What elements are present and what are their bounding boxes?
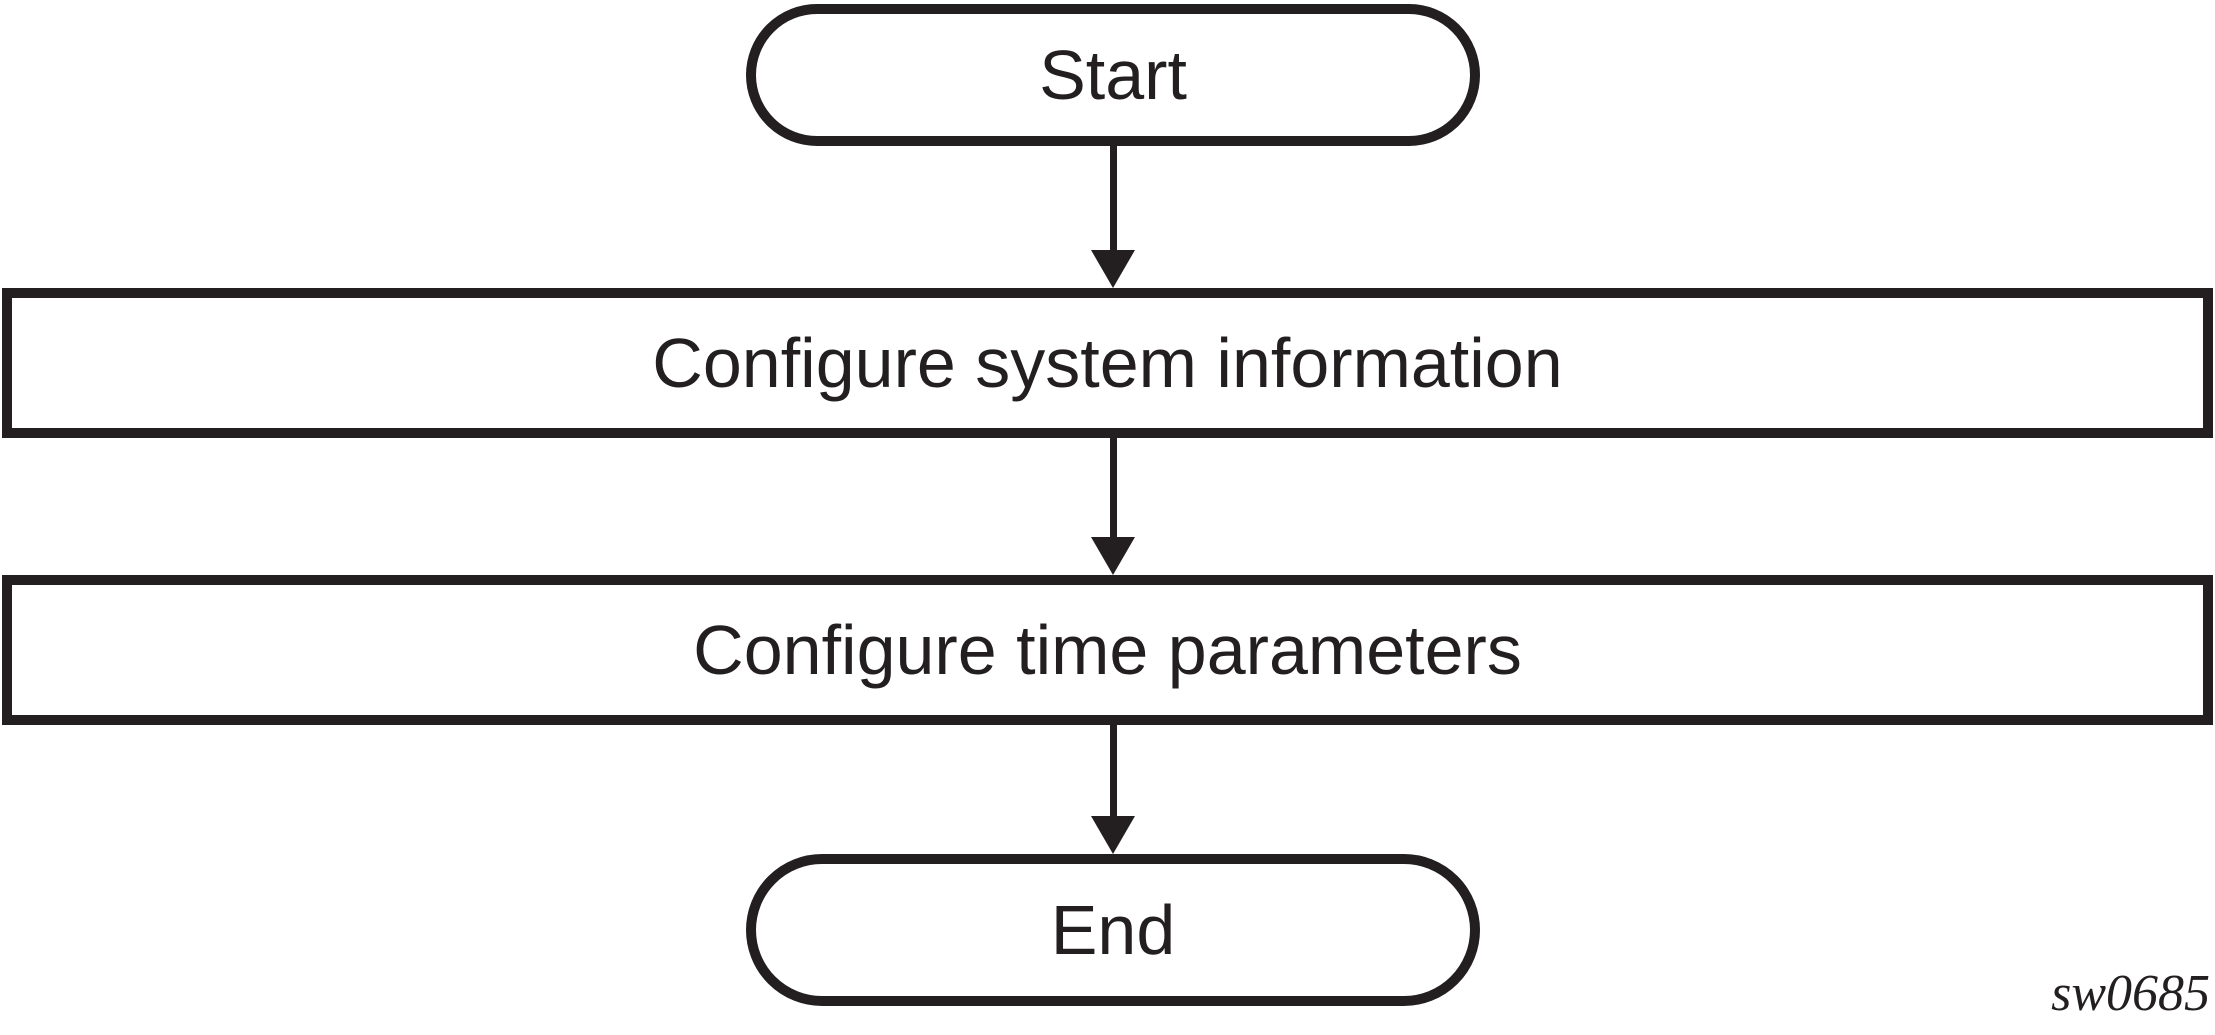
arrow-start-to-system-info	[1091, 146, 1135, 288]
arrow-shaft	[1109, 146, 1117, 258]
arrow-time-params-to-end	[1091, 725, 1135, 854]
node-configure-time-parameters: Configure time parameters	[2, 575, 2213, 725]
node-end-label: End	[1050, 891, 1176, 969]
node-start-terminator: Start	[746, 4, 1480, 146]
node-start-label: Start	[1039, 36, 1187, 114]
node-end-terminator: End	[746, 854, 1480, 1006]
arrow-shaft	[1109, 438, 1117, 545]
arrow-head-down-icon	[1091, 816, 1135, 854]
arrow-head-down-icon	[1091, 537, 1135, 575]
node-configure-system-information: Configure system information	[2, 288, 2213, 438]
figure-id-label: sw0685	[2051, 965, 2210, 1022]
arrow-shaft	[1109, 725, 1117, 824]
arrow-system-info-to-time-params	[1091, 438, 1135, 575]
arrow-head-down-icon	[1091, 250, 1135, 288]
node-configure-system-information-label: Configure system information	[652, 324, 1563, 402]
node-configure-time-parameters-label: Configure time parameters	[693, 611, 1522, 689]
